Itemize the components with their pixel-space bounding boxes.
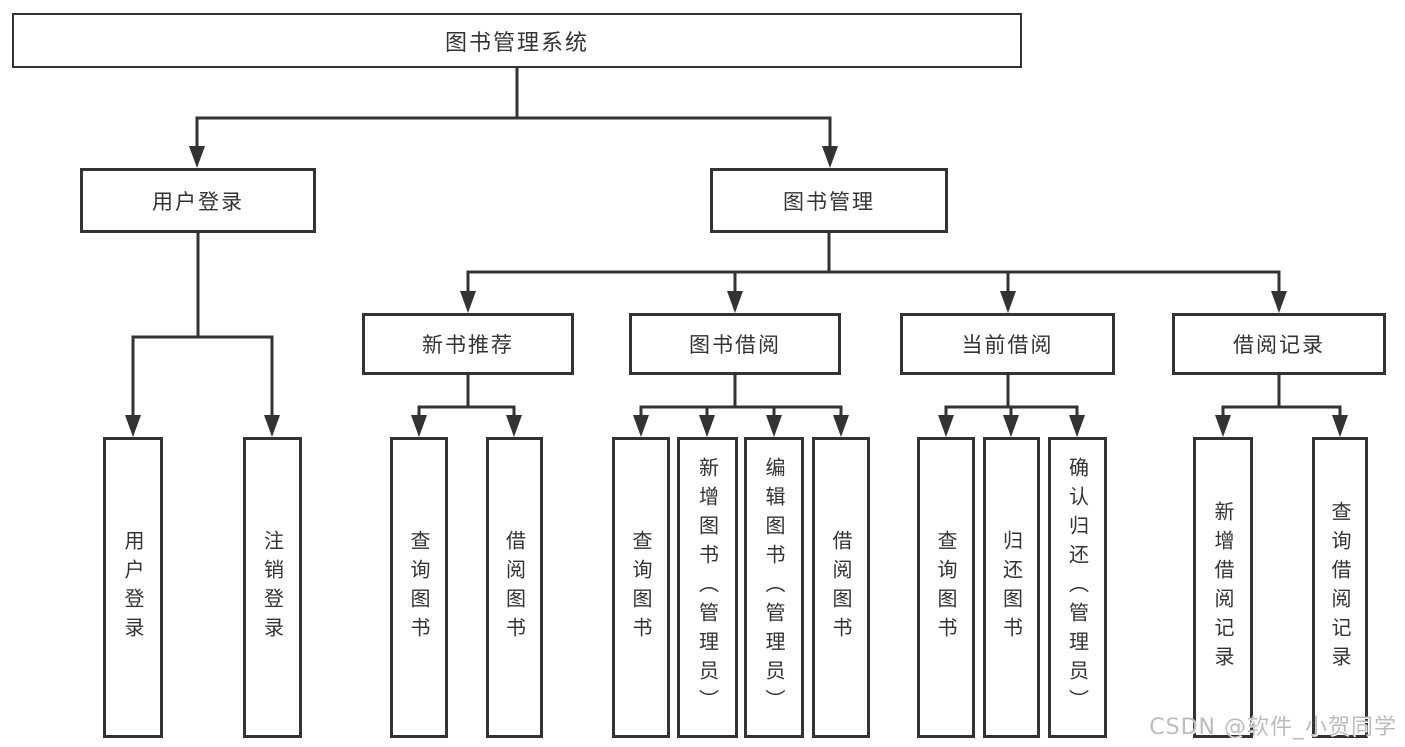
node-book-management-branch: 图书管理 — [710, 168, 948, 233]
node-root-system: 图书管理系统 — [12, 13, 1022, 68]
leaf-user-login: 用户登录 — [103, 437, 163, 738]
node-current-borrow: 当前借阅 — [900, 313, 1115, 375]
csdn-watermark: CSDN @软件_小贺同学 — [1149, 715, 1397, 740]
leaf-borrow-borrow-book: 借阅图书 — [812, 437, 870, 738]
node-book-borrow: 图书借阅 — [629, 313, 841, 375]
arrow-down-icons — [125, 146, 1348, 437]
leaf-current-confirm-return-admin: 确认归还（管理员） — [1048, 437, 1107, 738]
node-user-login-branch: 用户登录 — [80, 168, 316, 233]
leaf-newbook-query-book: 查询图书 — [390, 437, 448, 738]
leaf-record-query-borrow-record: 查询借阅记录 — [1312, 437, 1368, 738]
node-new-book-recommend: 新书推荐 — [362, 313, 574, 375]
leaf-borrow-query-book: 查询图书 — [612, 437, 670, 738]
leaf-logout-login: 注销登录 — [243, 437, 302, 738]
node-borrow-record: 借阅记录 — [1172, 313, 1386, 375]
leaf-newbook-borrow-book: 借阅图书 — [486, 437, 543, 738]
leaf-current-return-book: 归还图书 — [983, 437, 1040, 738]
leaf-borrow-add-book-admin: 新增图书（管理员） — [677, 437, 738, 738]
leaf-record-add-borrow-record: 新增借阅记录 — [1193, 437, 1253, 738]
leaf-borrow-edit-book-admin: 编辑图书（管理员） — [744, 437, 804, 738]
leaf-current-query-book: 查询图书 — [917, 437, 975, 738]
